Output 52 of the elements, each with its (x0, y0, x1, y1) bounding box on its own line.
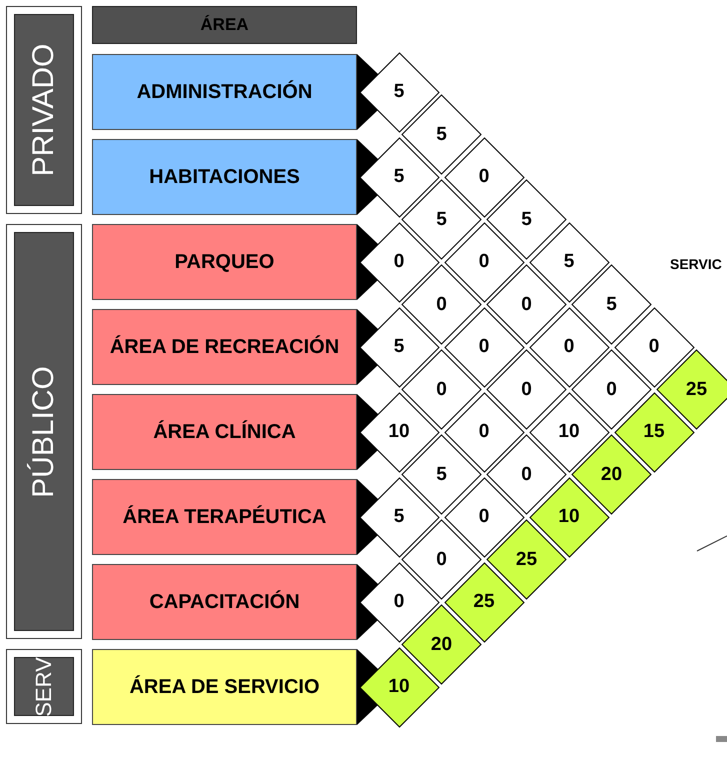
relation-value: 20 (600, 464, 622, 486)
relation-value: 10 (558, 506, 580, 528)
relation-value: 0 (478, 506, 490, 528)
area-row: ADMINISTRACIÓN (92, 54, 357, 130)
relation-value: 0 (478, 336, 490, 358)
relation-value: 25 (516, 548, 538, 570)
group-band (6, 224, 82, 639)
note-text: SERVIC (670, 256, 722, 272)
relation-value: 0 (521, 294, 532, 316)
relation-value: 0 (478, 421, 490, 443)
relation-value: 5 (394, 506, 404, 528)
group-band (6, 6, 82, 214)
relation-value: 0 (564, 336, 574, 358)
relation-value: 0 (606, 378, 617, 400)
relation-value: 5 (521, 208, 532, 230)
relation-value: 25 (473, 591, 495, 613)
relation-value: 10 (388, 676, 410, 698)
relation-value: 5 (394, 81, 404, 103)
area-row: CAPACITACIÓN (92, 564, 357, 640)
group-label: PRIVADO (27, 44, 61, 176)
relation-value: 25 (686, 378, 708, 400)
group-band (6, 649, 82, 724)
relation-value: 0 (394, 591, 404, 613)
relation-value: 15 (643, 421, 665, 443)
relation-value: 5 (606, 294, 617, 316)
relation-value: 5 (564, 251, 574, 273)
relation-value: 20 (430, 634, 452, 656)
group-label: SERV (31, 656, 57, 716)
relation-value: 0 (436, 294, 447, 316)
relation-value: 0 (478, 166, 490, 188)
relation-value: 5 (394, 336, 404, 358)
relation-value: 0 (478, 251, 490, 273)
relation-value: 0 (436, 378, 447, 400)
area-row: HABITACIONES (92, 139, 357, 215)
relation-value: 0 (521, 378, 532, 400)
area-row: ÁREA DE SERVICIO (92, 649, 357, 725)
relation-value: 0 (521, 464, 532, 486)
relation-value: 0 (394, 251, 404, 273)
relation-value: 10 (558, 421, 580, 443)
area-row: ÁREA CLÍNICA (92, 394, 357, 470)
group-label: PÚBLICO (27, 366, 61, 498)
area-row: ÁREA DE RECREACIÓN (92, 309, 357, 385)
relation-value: 5 (436, 464, 447, 486)
relation-value: 5 (436, 208, 447, 230)
relation-value: 10 (388, 421, 410, 443)
header-bar: ÁREA (92, 6, 357, 44)
relation-value: 5 (394, 166, 404, 188)
area-row: PARQUEO (92, 224, 357, 300)
relation-value: 5 (436, 124, 447, 146)
relation-value: 0 (648, 336, 660, 358)
relation-value: 0 (436, 548, 447, 570)
area-row: ÁREA TERAPÉUTICA (92, 479, 357, 555)
